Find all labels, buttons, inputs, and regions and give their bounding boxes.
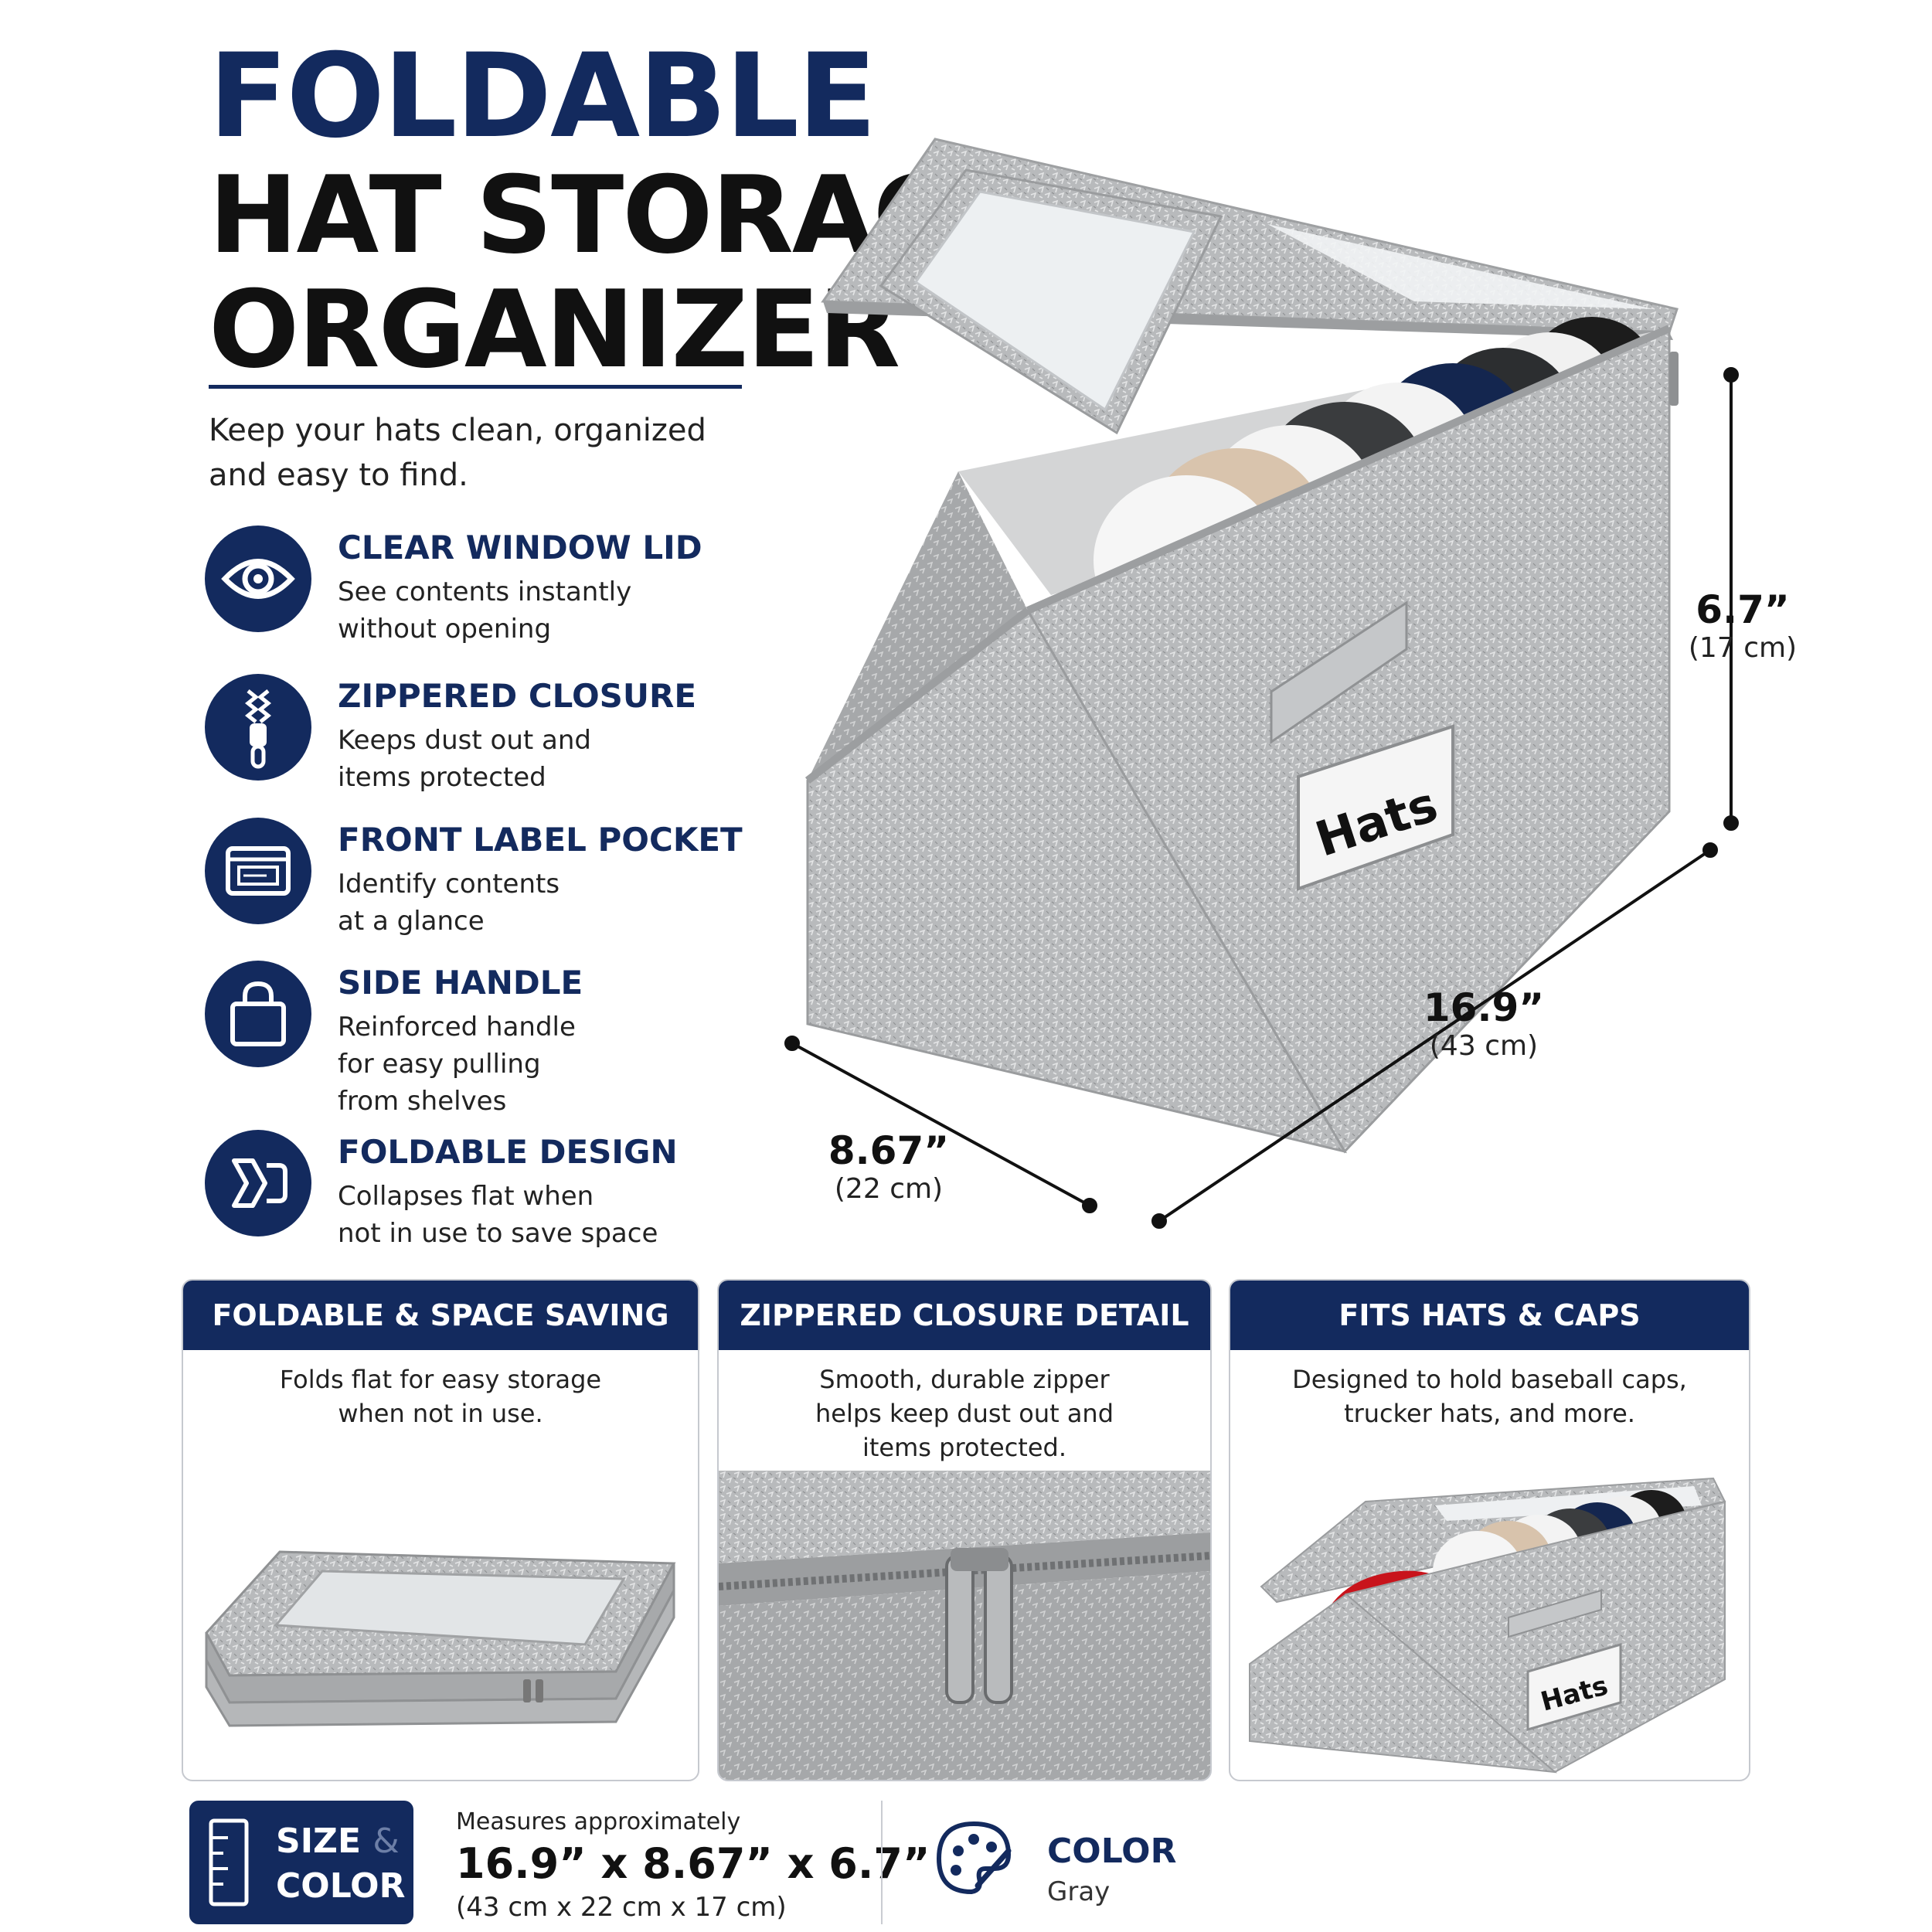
feature-clear-window-lid: CLEAR WINDOW LID See contents instantly …: [205, 526, 730, 665]
dimension-length-value: 16.9”: [1423, 985, 1545, 1030]
headline-line-1: FOLDABLE: [209, 29, 877, 164]
headline-line-3: ORGANIZER: [209, 267, 900, 392]
dimension-depth: 8.67” (22 cm): [811, 1128, 966, 1205]
dimension-length-metric: (43 cm): [1429, 1030, 1539, 1062]
palette-icon: [936, 1821, 1012, 1895]
feature-foldable-design: FOLDABLE DESIGN Collapses flat when not …: [205, 1130, 730, 1269]
feature-title: FOLDABLE DESIGN: [338, 1133, 678, 1171]
panel-fits-hats-caps: FITS HATS & CAPS Designed to hold baseba…: [1229, 1279, 1750, 1781]
dimension-length: 16.9” (43 cm): [1406, 985, 1561, 1062]
measure-metric: (43 cm x 22 cm x 17 cm): [456, 1892, 787, 1923]
ruler-icon: [209, 1818, 249, 1906]
label-card-icon: [205, 818, 311, 924]
badge-color: COLOR: [276, 1866, 406, 1906]
badge-size: SIZE: [276, 1821, 362, 1861]
color-value: Gray: [1047, 1876, 1111, 1907]
panel-description: Folds flat for easy storage when not in …: [279, 1365, 602, 1428]
zipper-icon: [205, 674, 311, 781]
color-label: COLOR: [1047, 1832, 1177, 1871]
panel-title: FITS HATS & CAPS: [1230, 1281, 1749, 1350]
feature-title: FRONT LABEL POCKET: [338, 821, 743, 859]
feature-zippered-closure: ZIPPERED CLOSURE Keeps dust out and item…: [205, 674, 730, 813]
panel-foldable-space-saving: FOLDABLE & SPACE SAVING Folds flat for e…: [182, 1279, 699, 1781]
feature-title: ZIPPERED CLOSURE: [338, 677, 697, 715]
folded-box-image: [205, 1550, 676, 1727]
panel-description: Smooth, durable zipper helps keep dust o…: [815, 1365, 1114, 1462]
window-lid: [821, 138, 1679, 435]
dimension-depth-metric: (22 cm): [834, 1173, 944, 1205]
tagline: Keep your hats clean, organized and easy…: [209, 413, 706, 493]
box-with-hats-image: Hats: [1249, 1477, 1726, 1774]
side-handle: [1270, 600, 1408, 744]
feature-description: Keeps dust out and items protected: [338, 725, 591, 793]
dimension-height-metric: (17 cm): [1688, 632, 1798, 664]
panel-title: FOLDABLE & SPACE SAVING: [183, 1281, 698, 1350]
measure-label: Measures approximately: [456, 1808, 741, 1835]
fold-icon: [205, 1130, 311, 1236]
feature-side-handle: SIDE HANDLE Reinforced handle for easy p…: [205, 961, 730, 1117]
badge-ampersand: &: [372, 1821, 400, 1861]
feature-front-label-pocket: FRONT LABEL POCKET Identify contents at …: [205, 818, 743, 957]
front-label-pocket: Hats: [1297, 724, 1454, 891]
feature-title: SIDE HANDLE: [338, 964, 583, 1002]
dimension-height-value: 6.7”: [1696, 587, 1790, 632]
eye-icon: [205, 526, 311, 632]
shopping-bag-icon: [205, 961, 311, 1067]
feature-description: Collapses flat when not in use to save s…: [338, 1181, 658, 1249]
title-underline: [209, 385, 742, 389]
feature-description: See contents instantly without opening: [338, 577, 632, 645]
zipper-closeup-image: [719, 1471, 1210, 1780]
panel-title: ZIPPERED CLOSURE DETAIL: [719, 1281, 1210, 1350]
product-box-illustration: Hats: [784, 138, 1739, 1229]
feature-title: CLEAR WINDOW LID: [338, 529, 702, 566]
feature-description: Identify contents at a glance: [338, 869, 560, 937]
feature-description: Reinforced handle for easy pulling from …: [338, 1012, 576, 1117]
divider: [881, 1801, 883, 1924]
badge-text: SIZE & COLOR: [276, 1819, 405, 1909]
size-color-badge: SIZE & COLOR: [189, 1801, 413, 1924]
dimension-height: 6.7” (17 cm): [1662, 587, 1824, 664]
panel-description: Designed to hold baseball caps, trucker …: [1292, 1365, 1687, 1428]
dimension-lines: [784, 367, 1739, 1229]
dimension-depth-value: 8.67”: [828, 1128, 950, 1173]
panel-zippered-closure-detail: ZIPPERED CLOSURE DETAIL Smooth, durable …: [717, 1279, 1212, 1781]
measure-value: 16.9” x 8.67” x 6.7”: [456, 1839, 930, 1888]
